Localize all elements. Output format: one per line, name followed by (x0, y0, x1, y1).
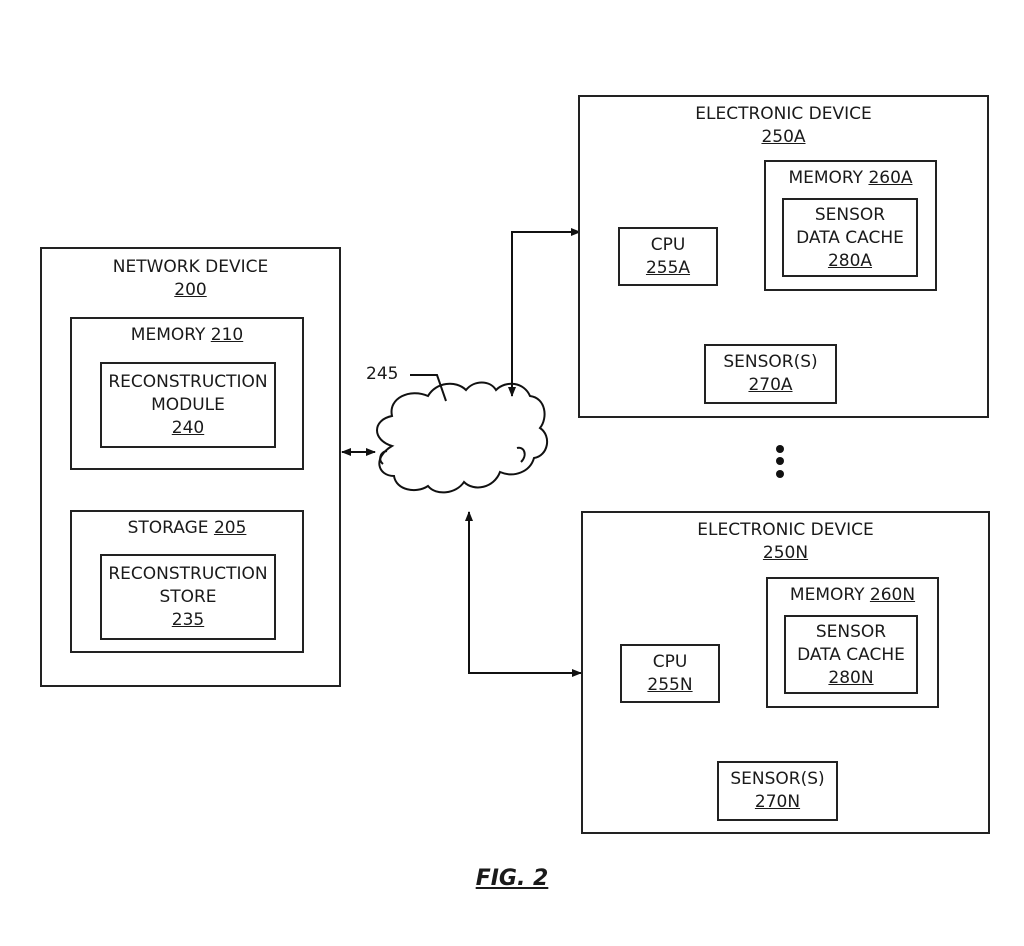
reconstruction-module: RECONSTRUCTION MODULE 240 (100, 362, 276, 448)
cache-n-ref: 280N (828, 668, 874, 688)
figure-caption: FIG. 2 (475, 866, 549, 891)
cpu-a: CPU 255A (618, 227, 718, 286)
network-device-title: NETWORK DEVICE (112, 257, 269, 277)
sensors-n: SENSOR(S) 270N (717, 761, 838, 821)
network-leader-line (410, 374, 447, 402)
device-n-ref: 250N (762, 543, 809, 563)
sensors-a: SENSOR(S) 270A (704, 344, 837, 404)
link-device-n (465, 511, 582, 677)
link-device-a (508, 228, 581, 397)
cache-n-line2: DATA CACHE (797, 645, 905, 665)
sensor-data-cache-a: SENSOR DATA CACHE 280A (782, 198, 918, 277)
storage-ref: 205 (213, 518, 247, 538)
sensors-a-ref: 270A (748, 375, 793, 395)
cache-a-line2: DATA CACHE (796, 228, 904, 248)
sensors-n-ref: 270N (754, 792, 801, 812)
reconstruction-store: RECONSTRUCTION STORE 235 (100, 554, 276, 640)
module-line1: RECONSTRUCTION (108, 372, 268, 392)
storage-205: STORAGE 205 RECONSTRUCTION STORE 235 (70, 510, 304, 653)
network-cloud (376, 381, 549, 494)
memory-a-ref: 260A (868, 168, 913, 188)
cache-a-line1: SENSOR (814, 205, 886, 225)
cpu-n-title: CPU (652, 652, 688, 672)
cache-n-line1: SENSOR (815, 622, 887, 642)
memory-n-ref: 260N (869, 585, 916, 605)
network-ref-label: 245 (366, 364, 399, 384)
device-a-ref: 250A (761, 127, 806, 147)
ellipsis-icon (776, 445, 784, 478)
network-device: NETWORK DEVICE 200 MEMORY 210 RECONSTRUC… (40, 247, 341, 687)
store-ref: 235 (171, 610, 205, 630)
module-ref: 240 (171, 418, 205, 438)
module-line2: MODULE (151, 395, 225, 415)
sensors-a-title: SENSOR(S) (723, 352, 818, 372)
device-n-title: ELECTRONIC DEVICE (697, 520, 874, 540)
sensor-data-cache-n: SENSOR DATA CACHE 280N (784, 615, 918, 694)
memory-n-title: MEMORY (789, 585, 865, 605)
cpu-n-ref: 255N (647, 675, 693, 695)
device-a-title: ELECTRONIC DEVICE (695, 104, 872, 124)
store-line2: STORE (159, 587, 217, 607)
memory-ref: 210 (210, 325, 244, 345)
memory-a-title: MEMORY (788, 168, 864, 188)
sensors-n-title: SENSOR(S) (730, 769, 825, 789)
cache-a-ref: 280A (827, 251, 873, 271)
cpu-a-title: CPU (650, 235, 686, 255)
store-line1: RECONSTRUCTION (108, 564, 268, 584)
storage-title: STORAGE (127, 518, 209, 538)
cpu-n: CPU 255N (620, 644, 720, 703)
memory-210: MEMORY 210 RECONSTRUCTION MODULE 240 (70, 317, 304, 470)
network-device-ref: 200 (174, 280, 207, 300)
cpu-a-ref: 255A (645, 258, 691, 278)
memory-title: MEMORY (130, 325, 206, 345)
